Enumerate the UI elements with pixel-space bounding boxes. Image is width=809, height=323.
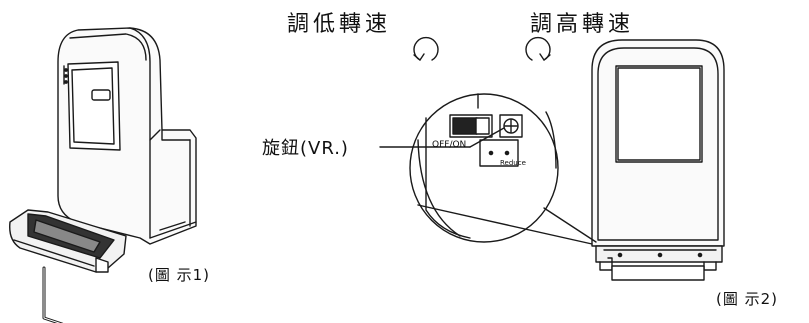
allen-key-icon — [42, 266, 64, 323]
caption-figure1: (圖 示1) — [148, 266, 211, 284]
caption-figure2: (圖 示2) — [716, 290, 779, 308]
label-switch: OFF/ON — [432, 140, 467, 150]
rotate-ccw-icon — [413, 36, 439, 61]
label-increase-speed: 調高轉速 — [530, 12, 635, 37]
device-fig1 — [57, 27, 197, 245]
label-decrease-speed: 調低轉速 — [287, 12, 392, 37]
rotate-cw-icon — [525, 36, 551, 61]
zoom-detail — [379, 93, 597, 245]
device-fig2 — [591, 39, 725, 281]
base-tray-fig1 — [9, 209, 127, 273]
label-knob: 旋鈕(VR.) — [262, 138, 349, 159]
label-reduce: Reduce — [500, 159, 526, 167]
